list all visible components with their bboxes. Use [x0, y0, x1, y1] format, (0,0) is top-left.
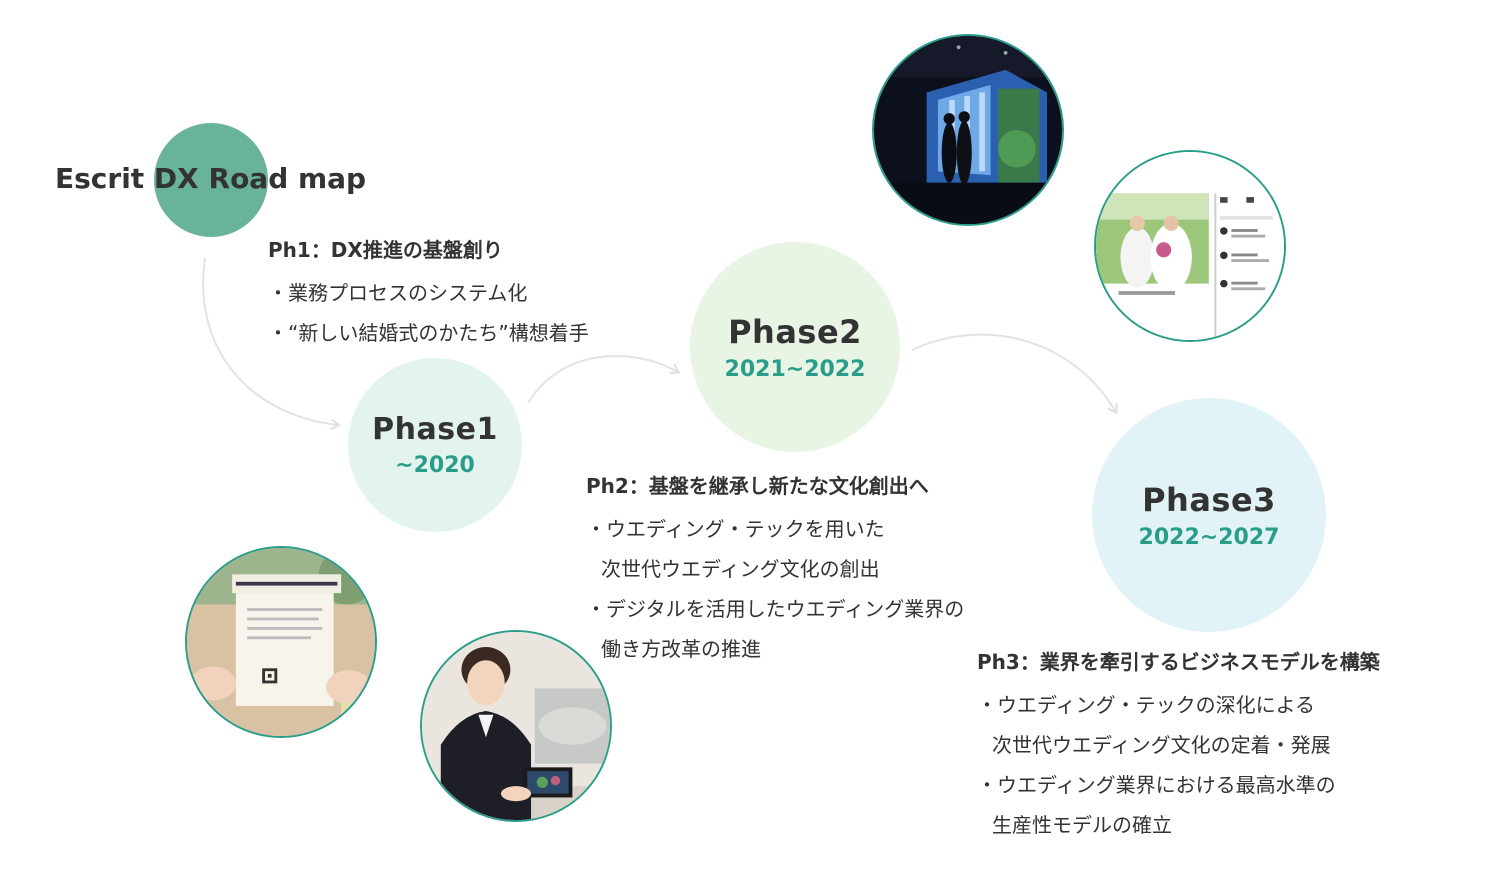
ph3-bullet-1-line1: ・ウエディング・テックの深化による — [977, 693, 1315, 717]
ph2-bullet-2-line2: 働き方改革の推進 — [601, 637, 761, 661]
phase1-circle: Phase1 ~2020 — [348, 358, 522, 532]
phase3-name: Phase3 — [1142, 480, 1276, 519]
ph3-bullet-2-line2: 生産性モデルの確立 — [992, 813, 1172, 837]
arrow-title-to-phase1 — [202, 257, 341, 431]
ph2-heading: Ph2：基盤を継承し新たな文化創出へ — [586, 474, 929, 498]
ph2-bullet-2-line1: ・デジタルを活用したウエディング業界の — [586, 597, 965, 621]
ph1-heading: Ph1：DX推進の基盤創り — [268, 238, 503, 262]
photo-invitation-card — [185, 546, 377, 738]
phase3-years: 2022~2027 — [1138, 524, 1280, 550]
ph1-bullet-2: ・“新しい結婚式のかたち”構想着手 — [268, 321, 589, 345]
phase2-name: Phase2 — [728, 312, 862, 351]
phase1-years: ~2020 — [395, 453, 475, 478]
ph3-bullet-2-line1: ・ウエディング業界における最高水準の — [977, 773, 1336, 797]
phase2-circle: Phase2 2021~2022 — [690, 242, 900, 452]
ph3-block: Ph3：業界を牽引するビジネスモデルを構築 ・ウエディング・テックの深化による … — [977, 646, 1380, 845]
ph2-block: Ph2：基盤を継承し新たな文化創出へ ・ウエディング・テックを用いた 次世代ウエ… — [586, 470, 964, 669]
phase1-name: Phase1 — [372, 412, 498, 447]
arrow-phase2-to-phase3 — [911, 333, 1118, 415]
ph2-bullet-1-line2: 次世代ウエディング文化の創出 — [601, 557, 880, 581]
ph3-bullet-1-line2: 次世代ウエディング文化の定着・発展 — [992, 733, 1331, 757]
phase3-circle: Phase3 2022~2027 — [1092, 398, 1326, 632]
ph1-block: Ph1：DX推進の基盤創り ・業務プロセスのシステム化 ・“新しい結婚式のかたち… — [268, 234, 589, 353]
page-title: Escrit DX Road map — [55, 162, 367, 195]
ph2-bullet-1-line1: ・ウエディング・テックを用いた — [586, 517, 885, 541]
photo-wedding-app — [1094, 150, 1286, 342]
photo-projection-venue — [872, 34, 1064, 226]
ph1-bullet-1: ・業務プロセスのシステム化 — [268, 281, 528, 305]
phase2-years: 2021~2022 — [724, 356, 866, 382]
title-circle — [154, 123, 268, 237]
ph3-heading: Ph3：業界を牽引するビジネスモデルを構築 — [977, 650, 1380, 674]
arrow-phase1-to-phase2 — [527, 355, 681, 404]
photo-staff-tablet — [420, 630, 612, 822]
